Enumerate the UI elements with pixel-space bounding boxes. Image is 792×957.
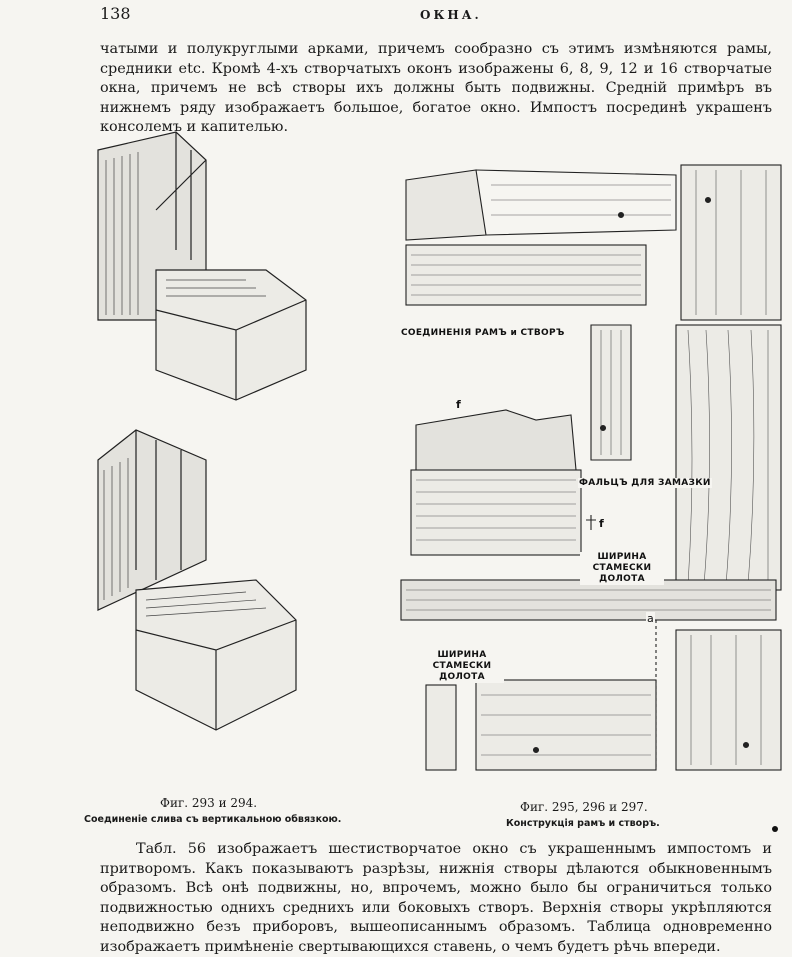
- caption-left-text: Соединеніе слива съ вертикальною обвязко…: [84, 814, 342, 825]
- figure-293-294: [97, 131, 307, 731]
- label-chisel-width-right: ШИРИНА СТАМЕСКИ ДОЛОТА: [580, 552, 664, 585]
- label-putty-rebate: ФАЛЬЦЪ ДЛЯ ЗАМАЗКИ: [578, 478, 712, 488]
- label-f-right: f: [598, 517, 606, 530]
- caption-right-text: Конструкція рамъ и створъ.: [506, 818, 660, 829]
- caption-left-number: Фиг. 293 и 294.: [160, 796, 258, 810]
- figure-295-297: [400, 164, 782, 771]
- paragraph-bottom: Табл. 56 изображаетъ шестистворчатое окн…: [100, 841, 772, 955]
- page-number: 138: [100, 4, 131, 23]
- running-title: ОКНА.: [420, 8, 482, 22]
- label-chisel-width-lower: ШИРИНА СТАМЕСКИ ДОЛОТА: [420, 650, 504, 683]
- label-joints: СОЕДИНЕНІЯ РАМЪ и СТВОРЪ: [400, 328, 566, 338]
- ink-dot: [772, 826, 778, 832]
- label-a: a: [646, 612, 656, 625]
- label-f-top: f: [455, 398, 463, 411]
- paragraph-top: чатыми и полукруглыми арками, причемъ со…: [100, 41, 772, 135]
- caption-right-number: Фиг. 295, 296 и 297.: [520, 800, 648, 814]
